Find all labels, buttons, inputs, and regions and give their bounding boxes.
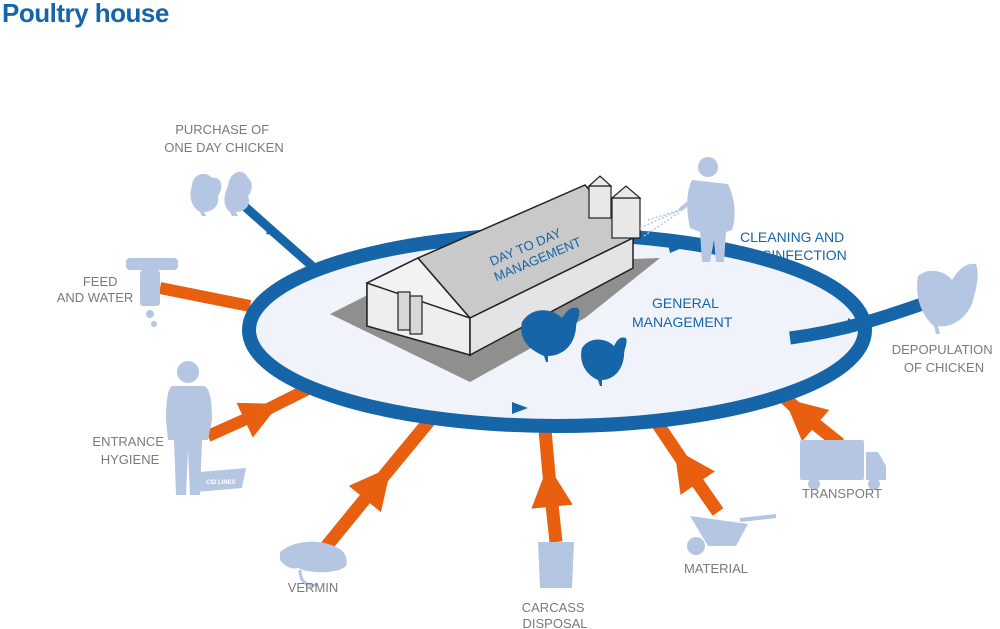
rat-icon <box>280 541 347 587</box>
feed-label: FEED AND WATER <box>57 274 134 305</box>
chick-icon <box>190 171 252 216</box>
spoke-feed <box>158 282 252 312</box>
vermin-label: VERMIN <box>288 580 339 595</box>
hen-icon <box>521 307 627 386</box>
sprayer-person-icon <box>639 157 735 262</box>
wheelbarrow-icon <box>687 514 777 555</box>
carcass-label: CARCASS DISPOSAL <box>522 600 588 629</box>
poultry-house: DAY TO DAY MANAGEMENT <box>330 175 660 382</box>
entrance-label: ENTRANCE HYGIENE <box>92 434 167 467</box>
general-management-label: GENERAL MANAGEMENT <box>632 295 733 330</box>
truck-icon <box>800 440 886 490</box>
purchase-label: PURCHASE OF ONE DAY CHICKEN <box>164 122 283 155</box>
page-title: Poultry house <box>2 0 169 28</box>
disinfection-mat: CID LINES <box>196 468 246 492</box>
spoke-vermin <box>319 415 436 553</box>
material-label: MATERIAL <box>684 561 748 576</box>
spoke-carcass <box>531 429 573 543</box>
svg-text:CID LINES: CID LINES <box>206 480 236 486</box>
person-icon <box>166 361 212 495</box>
spoke-entrance <box>205 382 313 442</box>
transport-label: TRANSPORT <box>802 486 882 501</box>
depopulation-label: DEPOPULATION OF CHICKEN <box>892 342 997 375</box>
purchase-inflow <box>239 200 315 270</box>
depopulation-outflow <box>789 293 937 345</box>
bin-icon <box>538 542 574 588</box>
feeder-icon <box>126 258 178 327</box>
spoke-material <box>649 416 724 516</box>
cleaning-label: CLEANING AND DISINFECTION <box>740 229 848 263</box>
hen-icon <box>917 263 978 334</box>
